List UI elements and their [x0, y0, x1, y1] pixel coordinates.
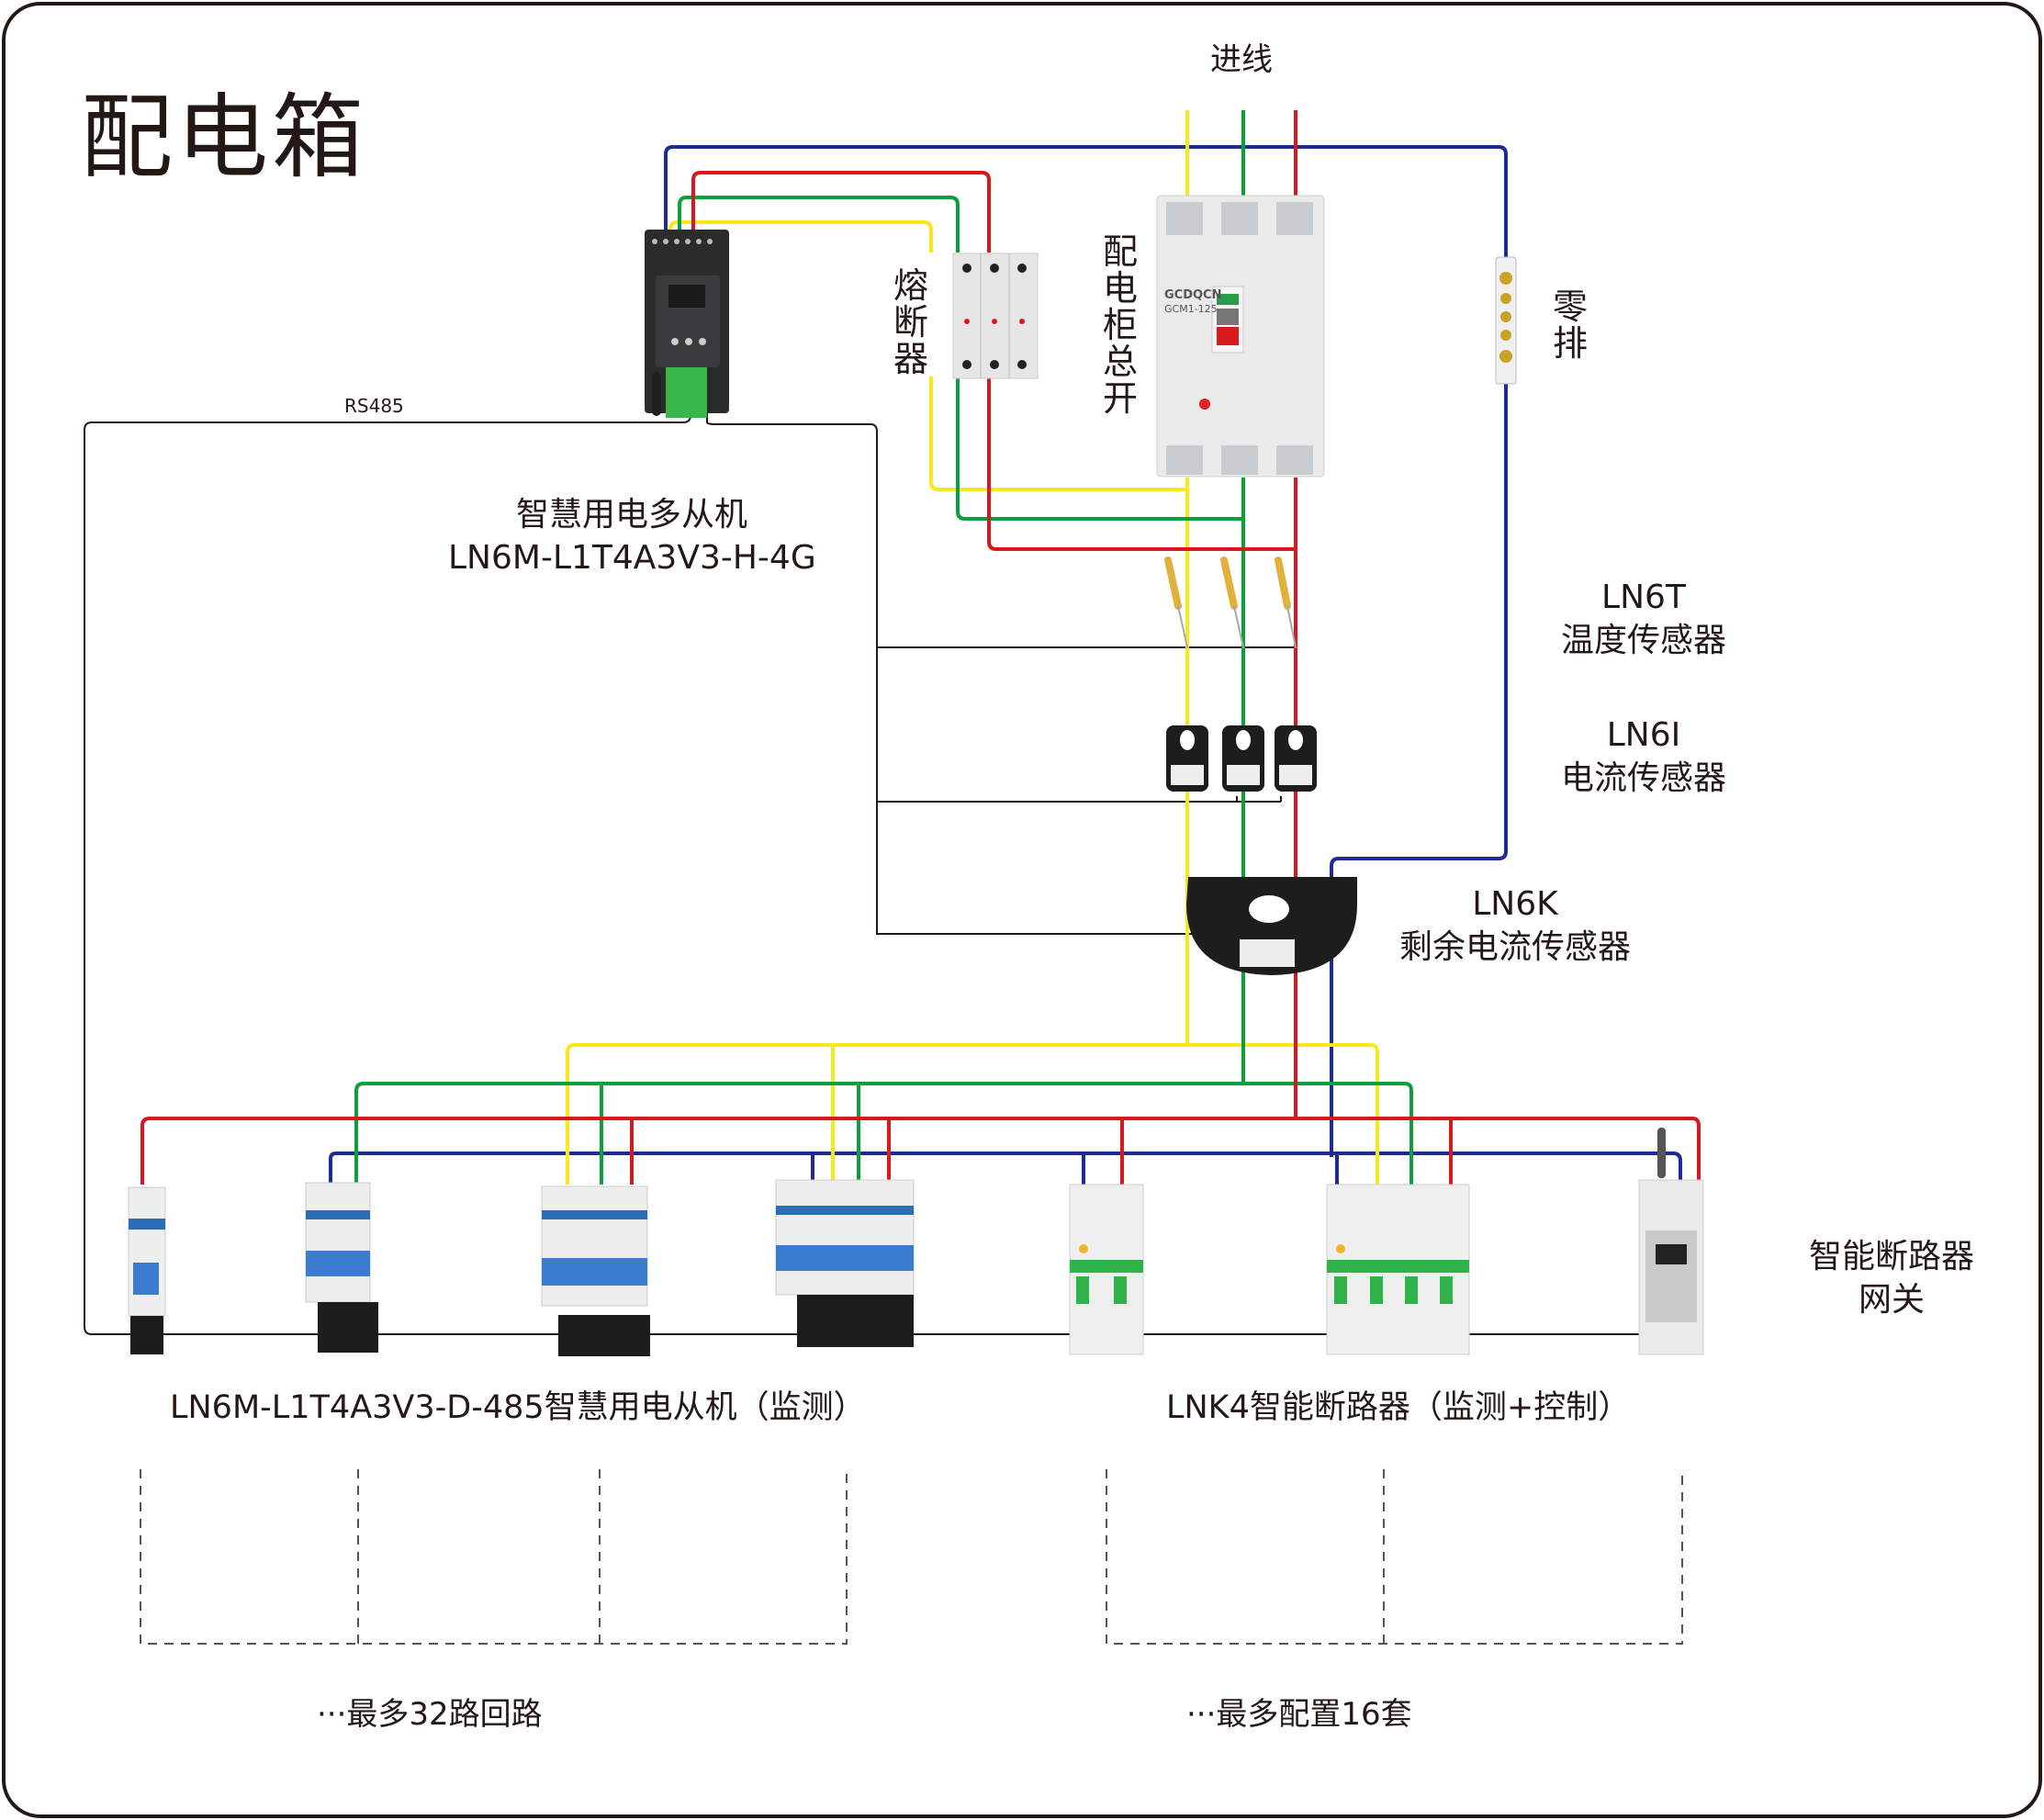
note-max-circuits: ···最多32路回路: [317, 1696, 543, 1733]
rs485-bus-line: [84, 404, 1644, 1335]
breaker-3p: [541, 1185, 650, 1356]
neutral-wires: [329, 145, 1682, 1185]
temperature-sensors: [1164, 556, 1297, 648]
temp-model: LN6T: [1601, 579, 1686, 616]
smart-breakers: [1069, 1128, 1704, 1355]
phase-a-wires: [566, 110, 1379, 1185]
monitor-breakers: [128, 1179, 915, 1356]
expansion-boxes: [140, 1469, 1683, 1645]
gateway-label: 智能断路器 网关: [1791, 1236, 1993, 1322]
neutral-bar-label: 零排: [1552, 286, 1588, 364]
gateway-name-line1: 智能断路器: [1808, 1238, 1974, 1275]
main-breaker-model: GCM1-125: [1164, 303, 1218, 315]
fuse-device: [952, 253, 1039, 379]
monitor-row-label: LN6M-L1T4A3V3-D-485智慧用电从机（监测）: [170, 1389, 866, 1426]
neutral-drops: [811, 1153, 1339, 1185]
temp-name: 温度传感器: [1560, 621, 1726, 659]
main-switch-label: 配电柜总开: [1102, 231, 1138, 419]
neutral-bus: [329, 1152, 1682, 1185]
neutral-bar: [1495, 256, 1517, 385]
neutral-main: [664, 145, 1508, 1157]
phase-b-wires: [354, 110, 1413, 1185]
antenna-icon: [652, 372, 661, 416]
phase-c-wires: [140, 110, 1701, 1185]
sensor-trunk-line: [706, 409, 1194, 935]
current-sensor-label: LN6I 电流传感器: [1543, 714, 1745, 801]
note-max-sets: ···最多配置16套: [1186, 1696, 1412, 1733]
master-label: 智慧用电多从机 LN6M-L1T4A3V3-H-4G: [448, 494, 816, 580]
gateway-device: [1638, 1128, 1704, 1355]
residual-sensor-label: LN6K 剩余电流传感器: [1387, 883, 1644, 970]
current-name: 电流传感器: [1560, 758, 1726, 797]
temp-sensor-label: LN6T 温度传感器: [1543, 577, 1745, 663]
current-model: LN6I: [1606, 716, 1681, 754]
gateway-name-line2: 网关: [1858, 1280, 1925, 1319]
rs485-label: RS485: [344, 395, 404, 417]
residual-model: LN6K: [1472, 885, 1558, 923]
smart-breaker-4p: [1326, 1184, 1470, 1355]
current-sensors: [1166, 725, 1317, 792]
page-title: 配电箱: [81, 84, 367, 191]
residual-name: 剩余电流传感器: [1398, 927, 1631, 966]
residual-current-sensor: [1186, 877, 1357, 975]
breaker-4p: [775, 1179, 915, 1347]
breaker-2p: [305, 1182, 378, 1353]
incoming-line-label: 进线: [1210, 41, 1273, 78]
master-device: [645, 230, 729, 418]
main-breaker-brand: GCDQCN: [1164, 288, 1221, 302]
antenna-icon: [1657, 1128, 1666, 1178]
breaker-1p: [128, 1186, 166, 1354]
control-row-label: LNK4智能断路器（监测+控制）: [1166, 1389, 1631, 1426]
smart-breaker-2p: [1069, 1184, 1144, 1355]
fuse-label: 熔断器: [893, 265, 928, 379]
master-name: 智慧用电多从机: [515, 496, 747, 534]
master-model: LN6M-L1T4A3V3-H-4G: [448, 538, 816, 577]
ct-sensor-line: [877, 796, 1282, 803]
main-breaker: GCDQCN GCM1-125: [1156, 195, 1325, 477]
